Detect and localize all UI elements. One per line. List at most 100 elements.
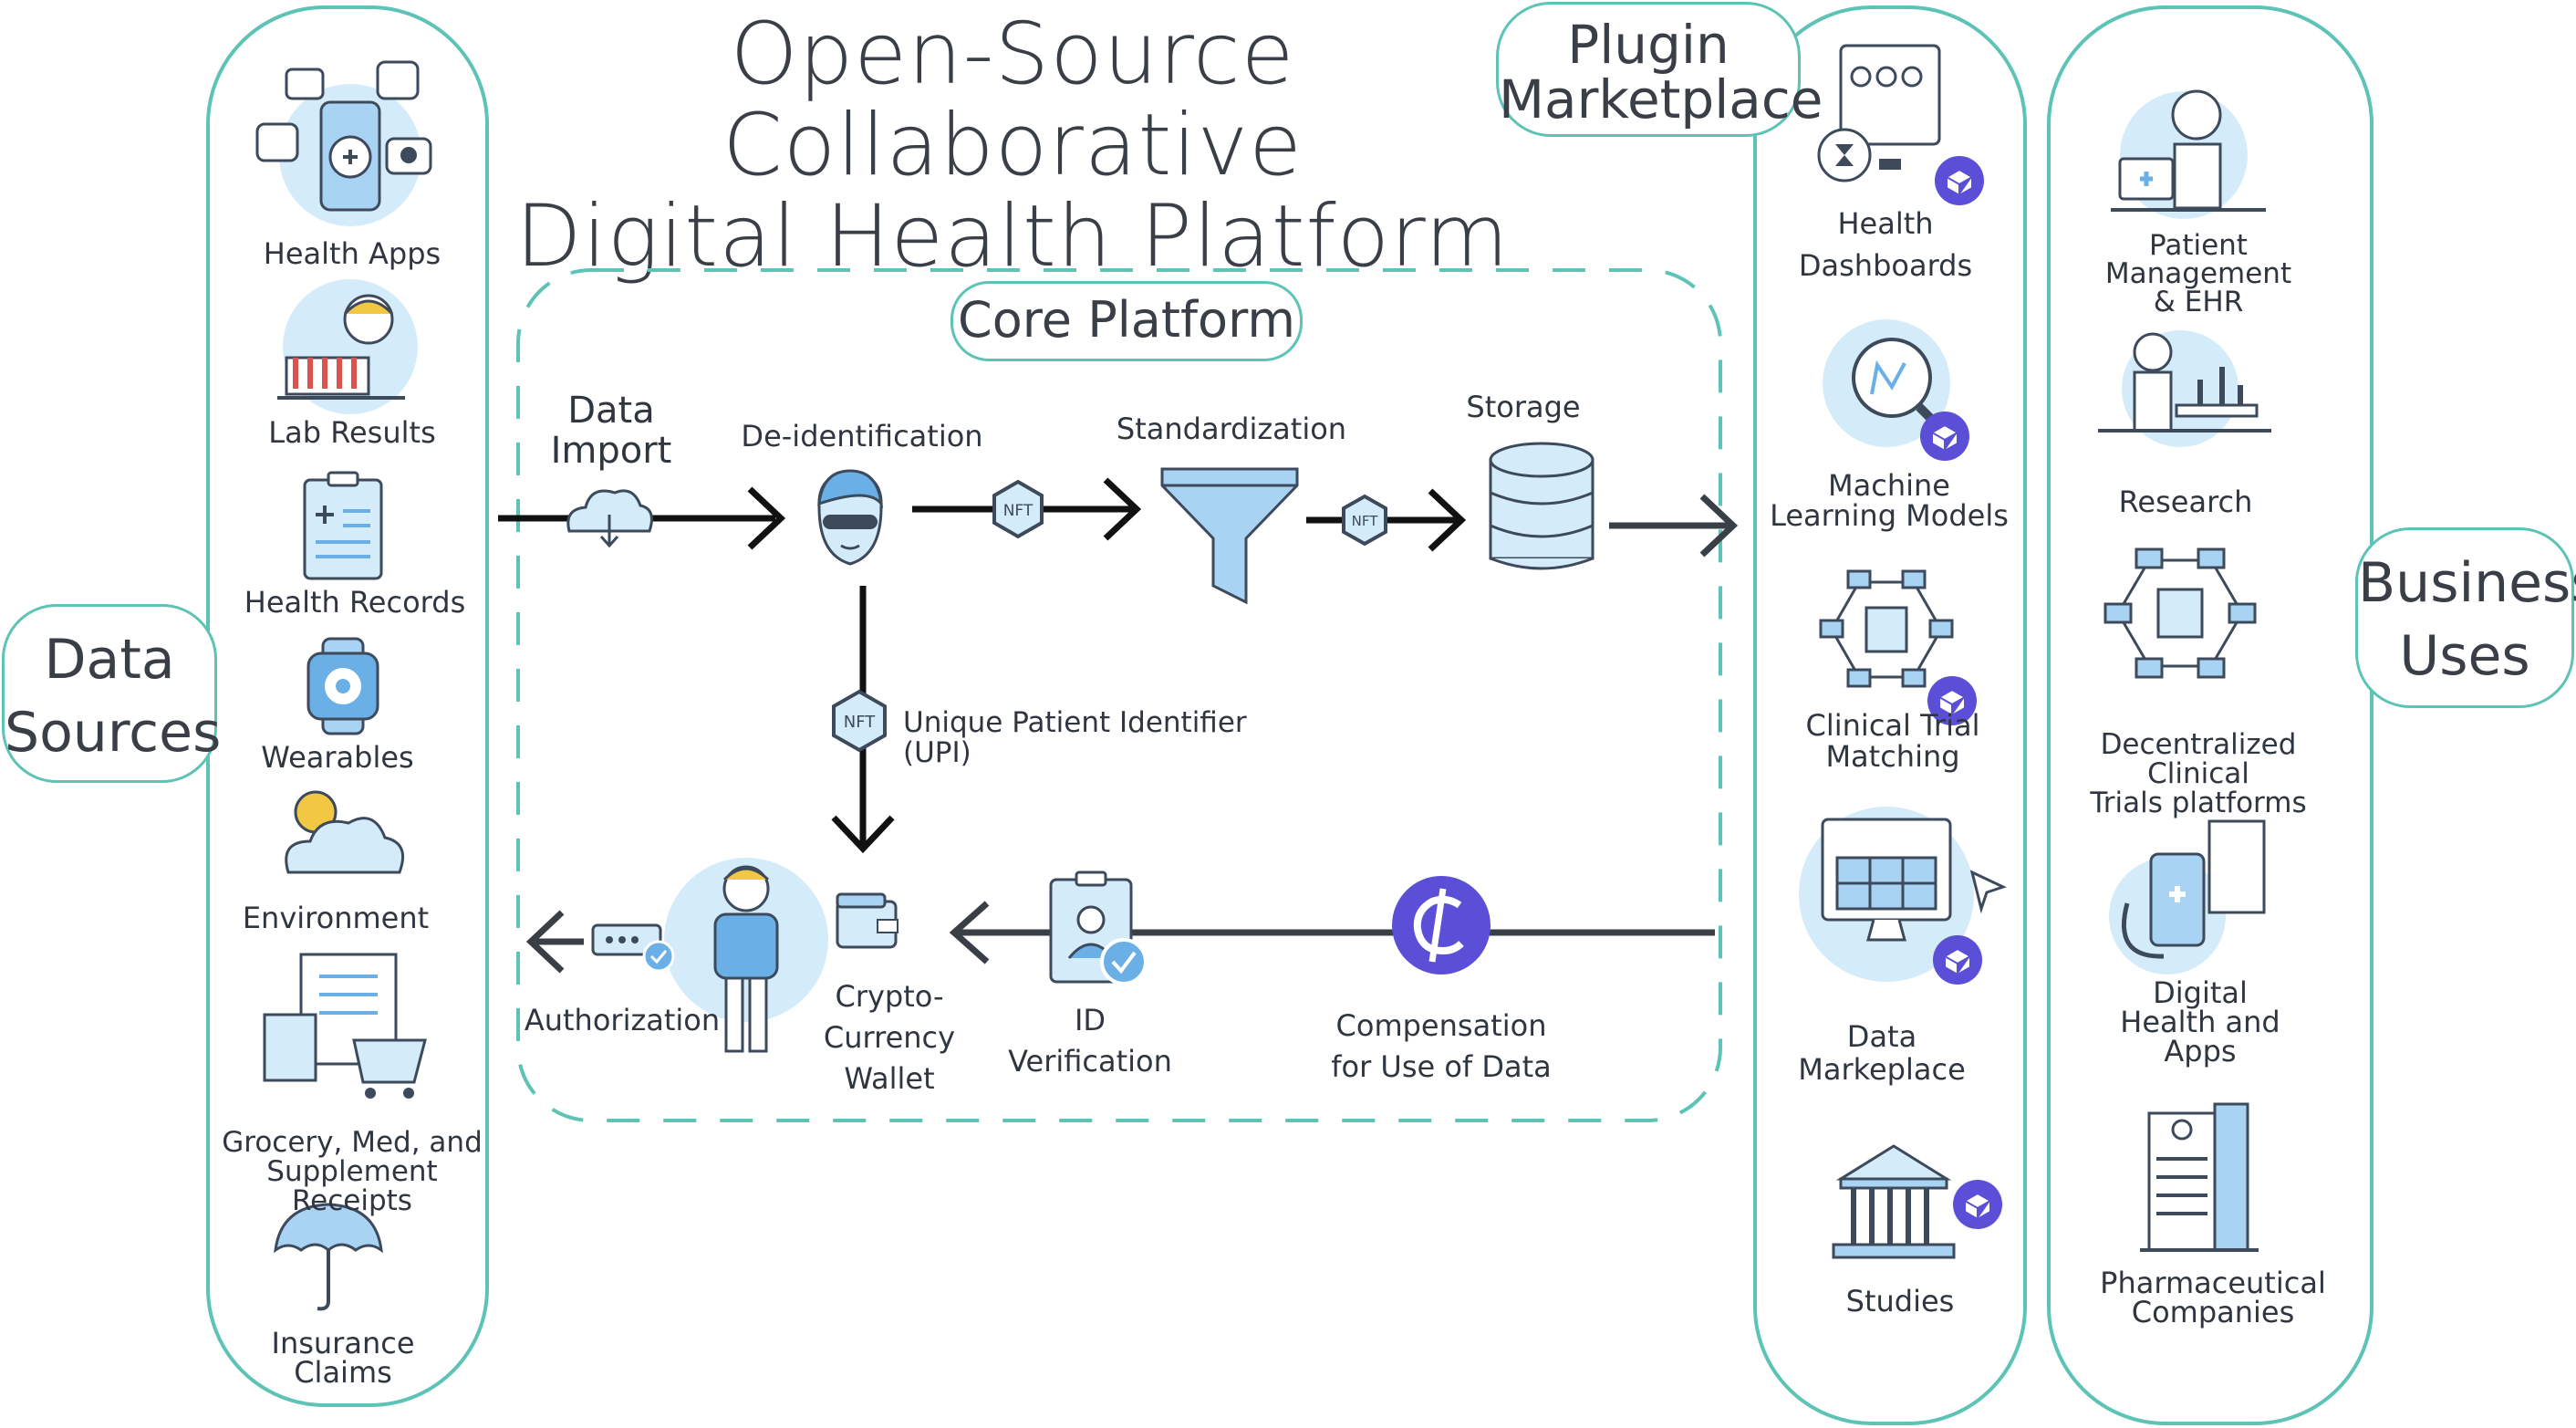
dashboard-icon (1817, 44, 1941, 182)
business-label-digital-health: Digital Health and Apps (2091, 978, 2310, 1066)
wallet-line-2: Currency (823, 1020, 956, 1055)
data-sources-label-line-2: Sources (5, 701, 222, 765)
plugin-marketplace-column (1753, 5, 2027, 1425)
plugin-badge-icon (1953, 1180, 2002, 1229)
pharma-line-1: Pharmaceutical (2100, 1266, 2326, 1300)
data-source-label-health-apps: Health Apps (263, 236, 441, 271)
id-verification-icon (1049, 870, 1148, 985)
user-person-icon (664, 858, 828, 1053)
phone-apps-icon (255, 60, 432, 226)
compensation-label: Compensation for Use of Data (1314, 1006, 1569, 1088)
wallet-label: Crypto- Currency Wallet (821, 976, 958, 1100)
page-title: Open-Source Collaborative Digital Health… (511, 9, 1514, 283)
network-icon (1819, 569, 1954, 688)
business-label-research: Research (2118, 485, 2253, 519)
patient-mgmt-line-2: & EHR (2153, 286, 2244, 318)
plugin-label-data-marketplace: Data Markeplace (1770, 1020, 1994, 1086)
receipts-line-1: Grocery, Med, and (222, 1126, 483, 1159)
clipboard-icon (303, 471, 383, 580)
flow-arrow-storage-out (1609, 494, 1739, 558)
data-source-label-receipts: Grocery, Med, and Supplement Receipts (215, 1128, 489, 1215)
doctor-icon (2111, 89, 2266, 219)
stethoscope-icon (2109, 819, 2266, 975)
scientist-icon (277, 279, 418, 414)
business-label-pharma: Pharmaceutical Companies (2067, 1268, 2359, 1327)
data-source-label-lab-results: Lab Results (268, 415, 436, 450)
business-label-decentralized-trials: Decentralized Clinical Trials platforms (2052, 730, 2344, 818)
researcher-icon (2098, 330, 2271, 447)
digital-health-line-1: Digital (2153, 975, 2248, 1010)
business-uses-column (2047, 5, 2373, 1425)
data-import-line-1: Data (567, 390, 655, 432)
business-uses-label: Business Uses (2355, 527, 2576, 708)
id-verification-label: ID Verification (994, 1000, 1186, 1082)
compensation-line-1: Compensation (1335, 1008, 1547, 1043)
standardization-label: Standardization (1116, 412, 1347, 446)
weather-icon (285, 790, 404, 874)
monitor-icon (1799, 807, 2008, 982)
plugin-label-clinical-trial-matching: Clinical Trial Matching (1770, 710, 2016, 772)
plugin-label-studies: Studies (1845, 1284, 1955, 1319)
business-icons (2098, 89, 2271, 1252)
business-label-line-1: Business (2358, 551, 2576, 615)
nft-text-upi: NFT (844, 713, 877, 732)
core-platform-label: Core Platform (950, 281, 1303, 361)
data-sources-label: Data Sources (2, 604, 222, 783)
data-source-label-environment: Environment (242, 901, 430, 935)
umbrella-icon (274, 1203, 383, 1311)
receipts-line-2: Supplement Receipts (266, 1155, 438, 1217)
plugin-badge-icon (1920, 412, 1969, 461)
data-source-label-insurance: Insurance Claims (234, 1329, 452, 1387)
business-label-patient-management: Patient Management & EHR (2052, 232, 2344, 317)
plugin-label-line-1: Plugin (1567, 14, 1729, 76)
wallet-icon (836, 892, 898, 949)
id-line-2: Verification (1008, 1044, 1172, 1079)
dashboards-line-2: Dashboards (1798, 248, 1973, 283)
upi-label: Unique Patient Identifier (UPI) (903, 706, 1247, 769)
receipt-cart-icon (263, 953, 427, 1099)
funnel-icon (1160, 467, 1299, 605)
data-marketplace-line-2: Markeplace (1798, 1052, 1966, 1087)
data-source-label-wearables: Wearables (261, 740, 414, 775)
plugin-badge-icon (1935, 156, 1984, 205)
plugin-label-health-dashboards: Health Dashboards (1773, 203, 1998, 287)
nft-badge-upi: NFT (832, 689, 887, 753)
plugin-badge-icon (1927, 676, 1977, 725)
data-source-label-health-records: Health Records (244, 585, 466, 620)
compensation-line-2: for Use of Data (1331, 1049, 1552, 1084)
masked-person-icon (817, 469, 884, 566)
pharma-line-2: Companies (2131, 1295, 2295, 1329)
ml-line-2: Learning Models (1770, 498, 2009, 533)
business-label-line-2: Uses (2399, 624, 2530, 688)
flow-arrow-authorization (525, 910, 584, 974)
plugin-icons (1799, 44, 2008, 1259)
title-line-2: Digital Health Platform (515, 187, 1510, 287)
ml-search-icon (1823, 319, 1950, 447)
patient-mgmt-line-1: Patient Management (2104, 229, 2292, 290)
wallet-line-1: Crypto- (835, 979, 944, 1014)
digital-health-line-3: Apps (2164, 1034, 2237, 1068)
smartwatch-icon (306, 637, 379, 735)
digital-health-line-2: Health and (2120, 1005, 2280, 1039)
crypto-coin-icon (1392, 876, 1491, 975)
insurance-line-1: Insurance (271, 1326, 415, 1360)
data-sources-label-line-1: Data (44, 628, 175, 692)
trial-matching-line-1: Clinical Trial (1805, 708, 1980, 743)
decentralized-line-1: Decentralized Clinical (2100, 728, 2297, 790)
title-line-1: Open-Source Collaborative (722, 5, 1303, 195)
data-sources-icons (255, 60, 432, 1311)
password-check-icon (591, 923, 675, 973)
ml-line-1: Machine (1828, 468, 1950, 503)
insurance-line-2: Claims (294, 1355, 392, 1390)
core-platform-frame (516, 268, 1722, 1122)
data-import-label: Data Import (529, 391, 693, 471)
wallet-line-3: Wallet (844, 1061, 935, 1096)
trial-matching-line-2: Matching (1825, 739, 1960, 774)
building-icon (2140, 1102, 2259, 1252)
institution-icon (1832, 1144, 1956, 1259)
nft-badge-2: NFT (1342, 494, 1387, 547)
id-line-1: ID (1074, 1003, 1106, 1037)
nft-text-2: NFT (1352, 513, 1379, 529)
plugin-marketplace-label: Plugin Marketplace (1496, 2, 1823, 137)
data-marketplace-line-1: Data (1846, 1019, 1917, 1054)
